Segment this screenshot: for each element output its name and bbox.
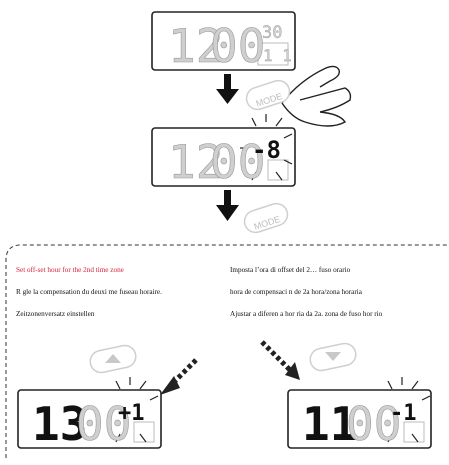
lcd-offset: +1 [118, 401, 145, 426]
lcd-offset: -1 [390, 401, 417, 426]
mode-button-2[interactable] [242, 201, 291, 236]
dotted-arrow-icon [262, 342, 300, 380]
lcd-step2 [152, 128, 295, 186]
arrow-down-icon [216, 74, 239, 104]
mode-button-label-2: MODE [253, 214, 282, 232]
up-button-icon [105, 354, 121, 363]
lcd-minute: 00 [76, 397, 131, 451]
down-button-icon [325, 352, 341, 361]
lcd-up-example [18, 390, 161, 448]
up-button[interactable] [88, 343, 138, 374]
instruction-pt: Ajustar a diferen a hor ria da 2a. zona … [230, 310, 382, 319]
down-button[interactable] [308, 341, 358, 372]
instruction-it: Imposta l’ora di offset del 2… fuso orar… [230, 266, 350, 275]
lcd-offset: -8 [252, 136, 281, 164]
instruction-en: Set off-set hour for the 2nd time zone [16, 266, 124, 275]
mode-button-label-1: MODE [255, 91, 284, 109]
lcd-down-example [288, 390, 431, 448]
arrow-down-icon [216, 190, 239, 221]
lcd-minute: 00 [210, 135, 265, 189]
lcd-step1 [152, 12, 295, 70]
hand-pointer-icon [282, 66, 350, 126]
flash-rays-icon [388, 377, 430, 442]
instruction-es: hora de compensaci n de 2a hora/zona hor… [230, 288, 362, 297]
dotted-arrow-icon [160, 360, 196, 395]
flash-rays-icon [240, 114, 292, 180]
lcd-hour: 13 [32, 397, 87, 451]
lcd-small-bottom: 1 1 [263, 46, 292, 65]
lcd-seconds: 30 [262, 23, 282, 43]
instruction-de: Zeitzonenversatz einstellen [16, 310, 94, 319]
lcd-hour: 12 [168, 135, 223, 189]
flash-rays-icon [116, 377, 158, 442]
lcd-minute: 00 [346, 397, 401, 451]
lcd-minute: 00 [210, 19, 265, 73]
dashed-panel [6, 245, 449, 458]
lcd-hour: 12 [168, 19, 223, 73]
lcd-hour: 11 [302, 397, 357, 451]
mode-button-1[interactable] [244, 78, 293, 113]
instruction-fr: R gle la compensation du deuxi me fuseau… [16, 288, 162, 297]
